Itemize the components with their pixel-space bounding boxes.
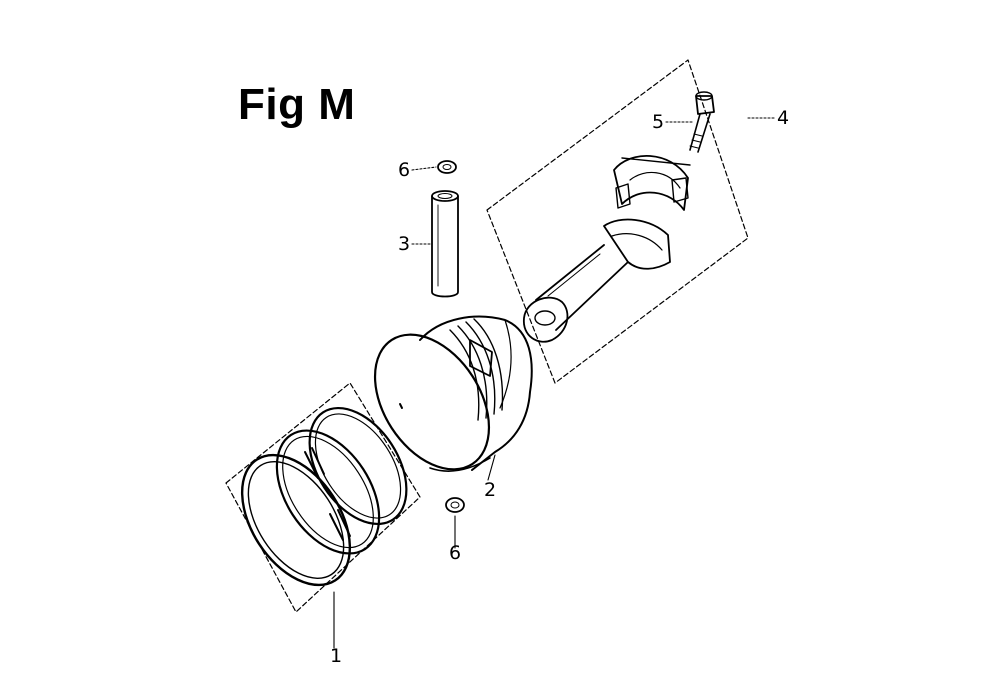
callout-3: 3	[398, 233, 411, 255]
piston-pin-clip-top	[437, 160, 457, 174]
ring-set-group-box	[225, 382, 421, 613]
callout-1: 1	[330, 645, 343, 667]
connecting-rod-bolt	[689, 91, 715, 153]
piston	[373, 315, 533, 472]
callout-2: 2	[484, 479, 497, 501]
callout-6-top: 6	[398, 159, 411, 181]
leader-lines	[333, 117, 777, 649]
piston-pin-clip-bottom	[445, 497, 465, 513]
callout-4: 4	[777, 107, 790, 129]
piston-pin	[431, 190, 459, 298]
connecting-rod-assembly	[523, 155, 691, 343]
figure-title: Fig M	[238, 80, 356, 129]
callout-6-bottom: 6	[449, 542, 462, 564]
rod-group-box	[486, 59, 749, 384]
callout-5: 5	[652, 111, 665, 133]
piston-ring-set	[240, 406, 408, 587]
